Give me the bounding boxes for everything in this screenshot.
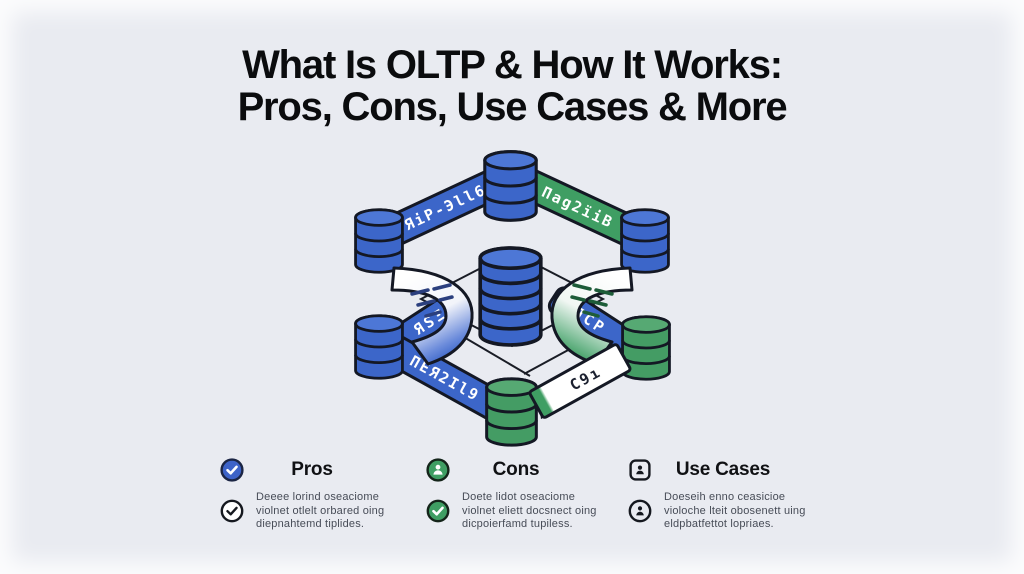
- database-cylinder-bottom: [485, 377, 538, 447]
- legend: Pros Deeee lorind oseaciome violnet otle…: [0, 458, 1024, 558]
- dash-lines-left: [410, 283, 454, 318]
- checkmark-badge-blue-icon: [220, 458, 244, 482]
- legend-heading-cons: Cons: [492, 459, 540, 480]
- legend-text-use-cases: Doeseih enno ceasicioe violoche lteit ob…: [664, 491, 806, 530]
- legend-text-cons: Doete lidot oseaciome violnet eliett doc…: [462, 491, 597, 530]
- database-cylinder-mid-right: [620, 208, 670, 274]
- person-square-outline-icon: [628, 458, 652, 482]
- person-circle-outline-icon: [628, 499, 652, 523]
- checkmark-badge-green-icon: [426, 499, 450, 523]
- legend-column-cons: Cons Doete lidot oseaciome violnet eliet…: [426, 458, 604, 532]
- legend-column-pros: Pros Deeee lorind oseaciome violnet otle…: [220, 458, 402, 532]
- checkmark-outline-icon: [220, 499, 244, 523]
- title-line-2: Pros, Cons, Use Cases & More: [237, 85, 788, 130]
- database-cylinder-center: [478, 246, 543, 347]
- gradient-band-left: [390, 266, 474, 366]
- ribbon-bottom-right: C9ı: [528, 343, 632, 419]
- page-title: What Is OLTP & How It Works: Pros, Cons,…: [0, 44, 1024, 129]
- database-cylinder-lower-left: [354, 314, 404, 380]
- title-line-1: What Is OLTP & How It Works:: [242, 43, 783, 87]
- database-cylinder-mid-left: [354, 208, 404, 274]
- legend-column-use-cases: Use Cases Doeseih enno ceasicioe violoch…: [628, 458, 816, 532]
- person-badge-green-icon: [426, 458, 450, 482]
- legend-text-pros: Deeee lorind oseaciome violnet otlelt or…: [256, 491, 385, 530]
- legend-heading-pros: Pros: [291, 459, 333, 480]
- dash-lines-right: [570, 283, 614, 318]
- database-cylinder-top: [483, 150, 538, 222]
- legend-heading-use-cases: Use Cases: [675, 459, 771, 480]
